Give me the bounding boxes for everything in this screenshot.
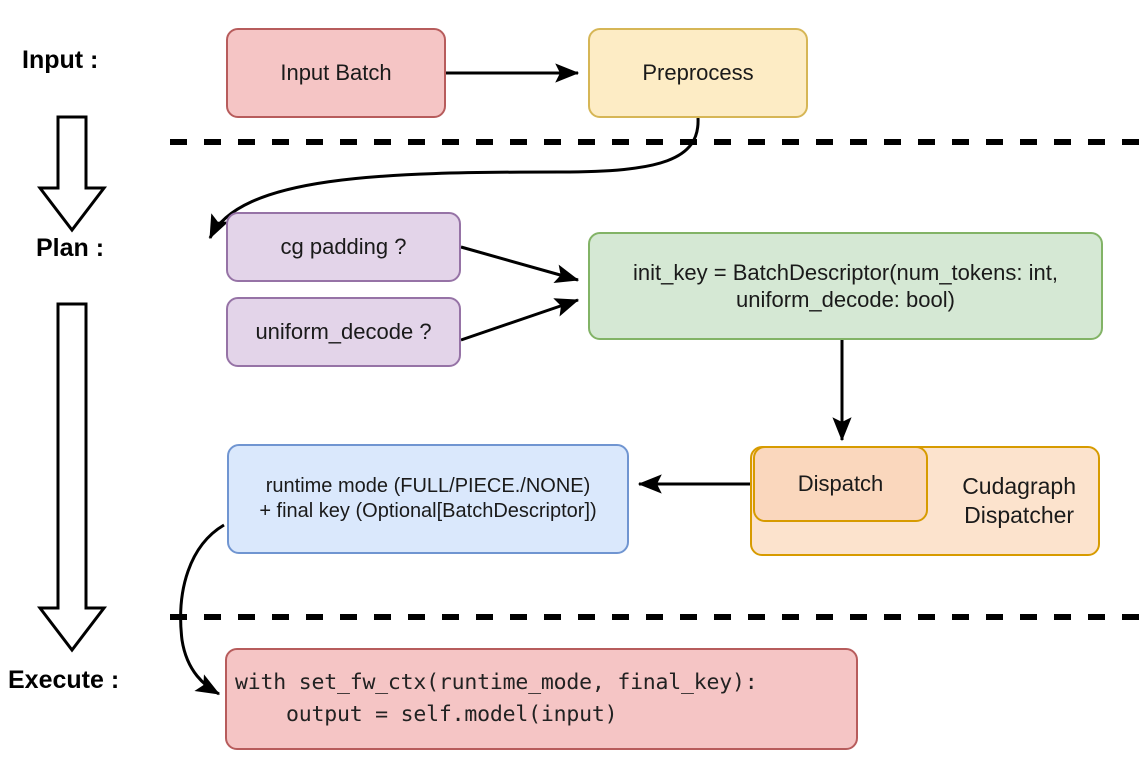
node-input-batch[interactable]: Input Batch (226, 28, 446, 118)
node-preprocess-label: Preprocess (642, 60, 754, 86)
node-dispatch[interactable]: Dispatch (753, 446, 928, 522)
node-runtime-mode-label: runtime mode (FULL/PIECE./NONE) + final … (259, 475, 597, 522)
node-runtime-mode[interactable]: runtime mode (FULL/PIECE./NONE) + final … (227, 444, 629, 554)
node-init-key-label: init_key = BatchDescriptor(num_tokens: i… (633, 259, 1058, 313)
node-uniform-decode[interactable]: uniform_decode ? (226, 297, 461, 367)
edge-cg-padding-to-init-key (460, 245, 580, 284)
node-input-batch-label: Input Batch (280, 60, 392, 86)
node-cg-padding[interactable]: cg padding ? (226, 212, 461, 282)
stage-label-execute: Execute : (8, 666, 120, 694)
stage-arrow-plan-to-execute (36, 302, 108, 653)
node-dispatch-label: Dispatch (797, 471, 884, 497)
stage-label-plan: Plan : (36, 234, 105, 262)
edge-runtime-mode-to-execute-code (179, 523, 225, 696)
stage-arrow-input-to-plan (36, 115, 108, 233)
node-uniform-decode-label: uniform_decode ? (255, 319, 432, 345)
edge-uniform-decode-to-init-key (460, 298, 580, 342)
node-init-key[interactable]: init_key = BatchDescriptor(num_tokens: i… (588, 232, 1103, 340)
node-execute-code-label: with set_fw_ctx(runtime_mode, final_key)… (235, 669, 758, 727)
node-preprocess[interactable]: Preprocess (588, 28, 808, 118)
node-cg-padding-label: cg padding ? (280, 234, 407, 260)
node-execute-code[interactable]: with set_fw_ctx(runtime_mode, final_key)… (225, 648, 858, 750)
node-cudagraph-dispatcher-label: Cudagraph Dispatcher (962, 473, 1076, 528)
stage-label-input: Input : (22, 46, 99, 74)
